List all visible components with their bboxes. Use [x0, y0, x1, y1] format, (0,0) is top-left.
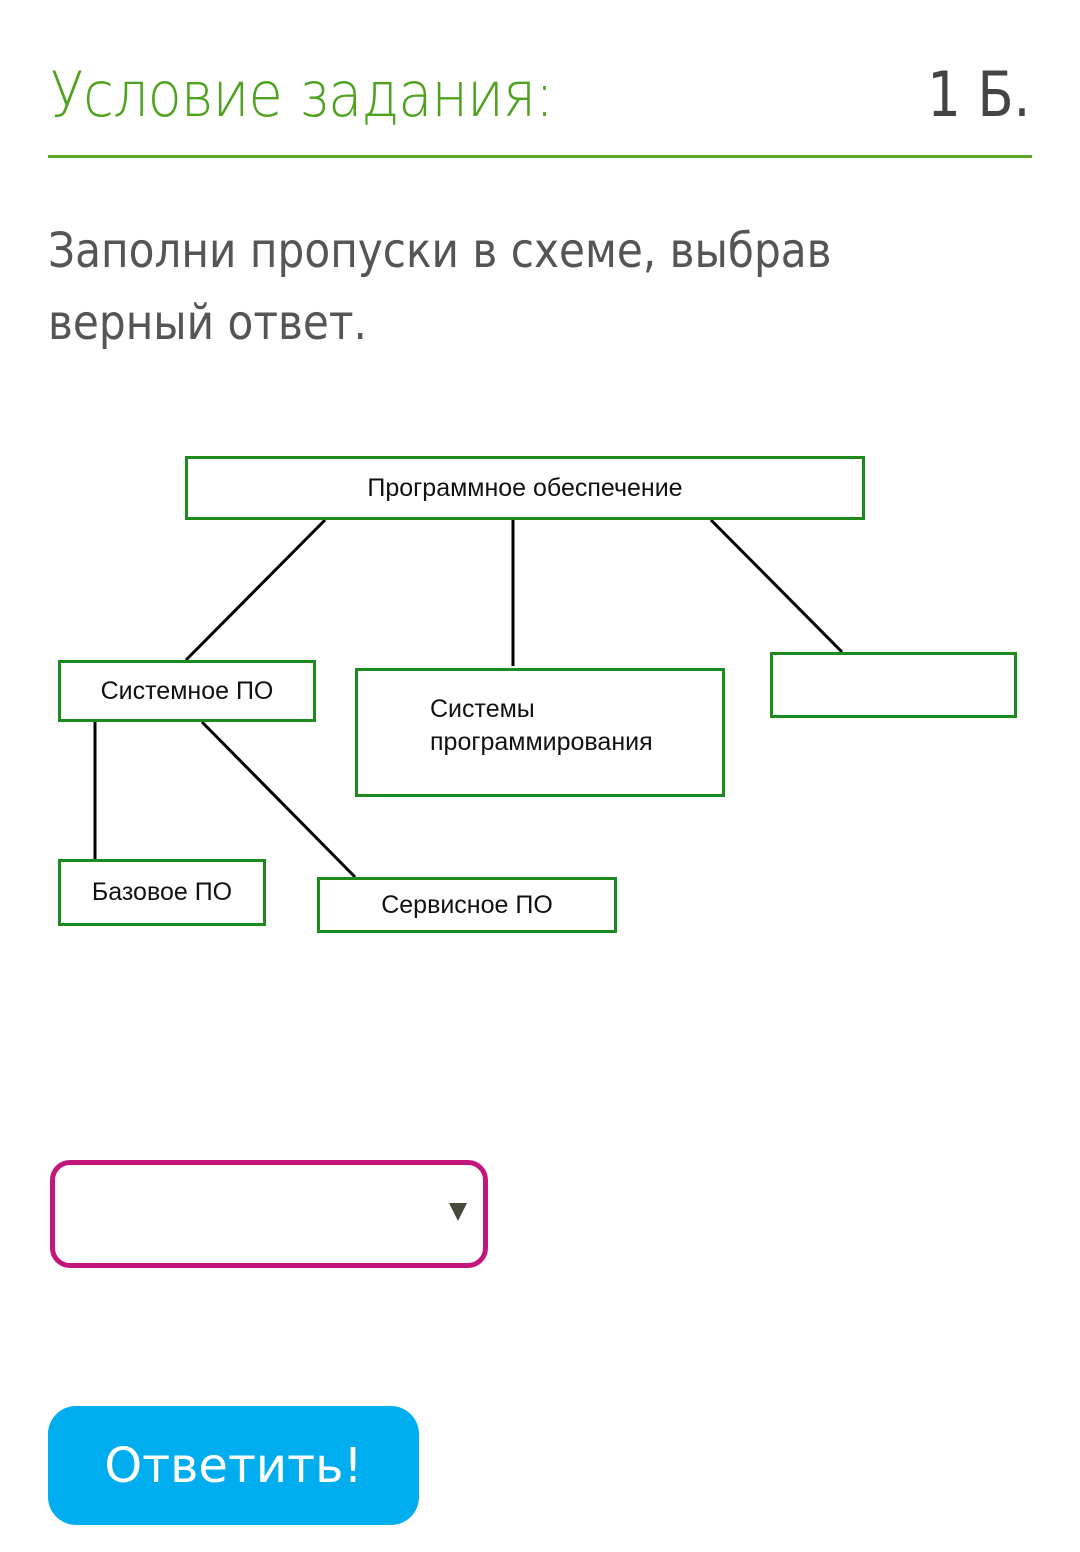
connector-line	[184, 518, 327, 662]
answer-select[interactable]	[50, 1160, 488, 1268]
submit-button[interactable]: Ответить!	[48, 1406, 419, 1525]
connector-line	[709, 518, 844, 654]
diagram-node-programming: Системы программирования	[355, 668, 725, 797]
divider	[48, 155, 1032, 158]
diagram-node-programming-label: Системы программирования	[430, 694, 653, 756]
connector-line	[200, 720, 357, 879]
page-title: Условие задания:	[50, 58, 554, 131]
question-text: Заполни пропуски в схеме, выбрав верный …	[48, 223, 832, 351]
diagram-node-blank	[770, 652, 1017, 718]
dropdown-arrow-icon	[449, 1203, 467, 1221]
diagram-node-service: Сервисное ПО	[317, 877, 617, 933]
diagram-node-base: Базовое ПО	[58, 859, 266, 926]
diagram-connectors	[93, 518, 844, 879]
diagram-node-root: Программное обеспечение	[185, 456, 865, 520]
diagram-node-system: Системное ПО	[58, 660, 316, 722]
points-label: 1 Б.	[926, 58, 1030, 131]
